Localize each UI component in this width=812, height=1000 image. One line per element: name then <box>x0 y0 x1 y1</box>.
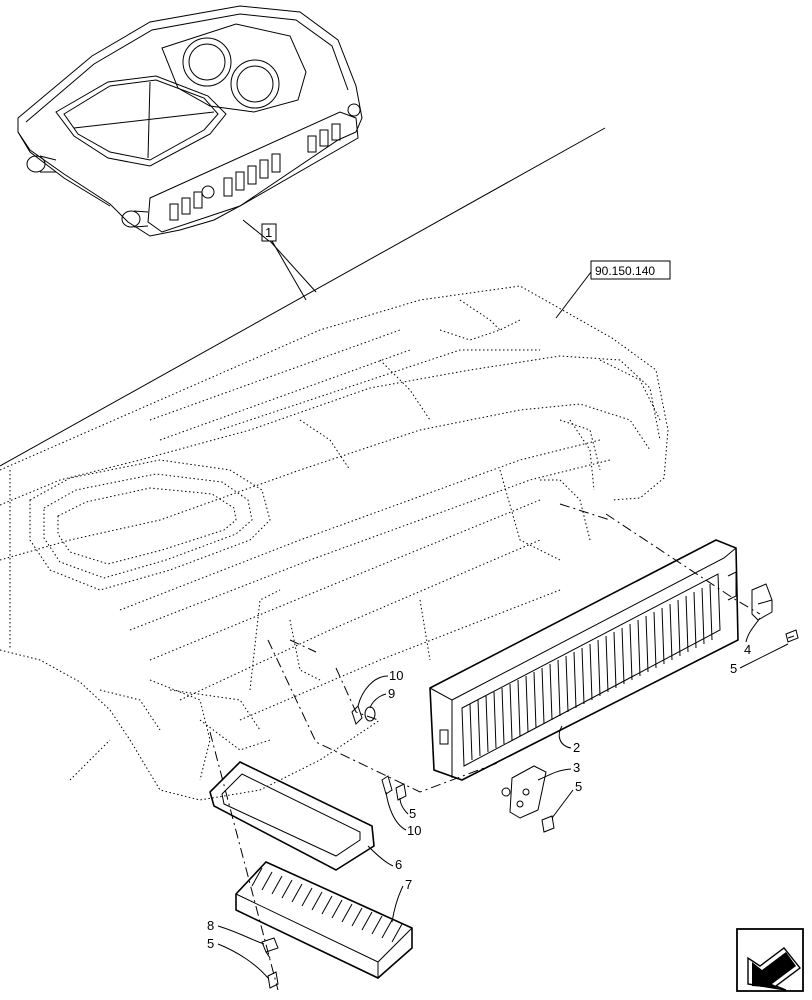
callout-5-bottom: 5 <box>207 936 214 951</box>
callout-1: 1 <box>242 219 317 301</box>
bracket-part-3 <box>501 765 547 819</box>
callout-2: 2 <box>573 740 580 755</box>
svg-text:90.150.140: 90.150.140 <box>595 264 655 278</box>
callout-6: 6 <box>395 857 402 872</box>
arrow-left-icon[interactable] <box>736 928 804 992</box>
callout-9: 9 <box>388 686 395 701</box>
callout-5-lower: 5 <box>409 806 416 821</box>
assembly-lines <box>209 503 761 991</box>
svg-text:1: 1 <box>265 225 272 240</box>
callout-10-bottom: 10 <box>407 823 421 838</box>
screw-parts <box>267 629 799 989</box>
callout-8: 8 <box>207 918 214 933</box>
roof-unit-drawing <box>17 5 363 237</box>
callout-10-top: 10 <box>389 668 403 683</box>
cab-frame-drawing <box>0 285 669 801</box>
callout-5-right: 5 <box>730 661 737 676</box>
clip-part-8 <box>261 937 279 959</box>
callout-5-mid: 5 <box>575 779 582 794</box>
callout-7: 7 <box>405 877 412 892</box>
callout-labels: 2 3 4 5 5 5 10 10 9 6 7 8 5 <box>207 617 789 979</box>
clip-parts-9-10 <box>351 705 393 795</box>
bracket-part-4 <box>751 583 773 621</box>
filter-housing-part-2 <box>429 539 739 781</box>
callout-3: 3 <box>573 760 580 775</box>
callout-4: 4 <box>744 642 751 657</box>
filter-part-7 <box>235 861 413 979</box>
inset-divider <box>0 127 606 467</box>
reference-label: 90.150.140 <box>555 260 671 319</box>
gasket-part-6 <box>209 761 375 871</box>
